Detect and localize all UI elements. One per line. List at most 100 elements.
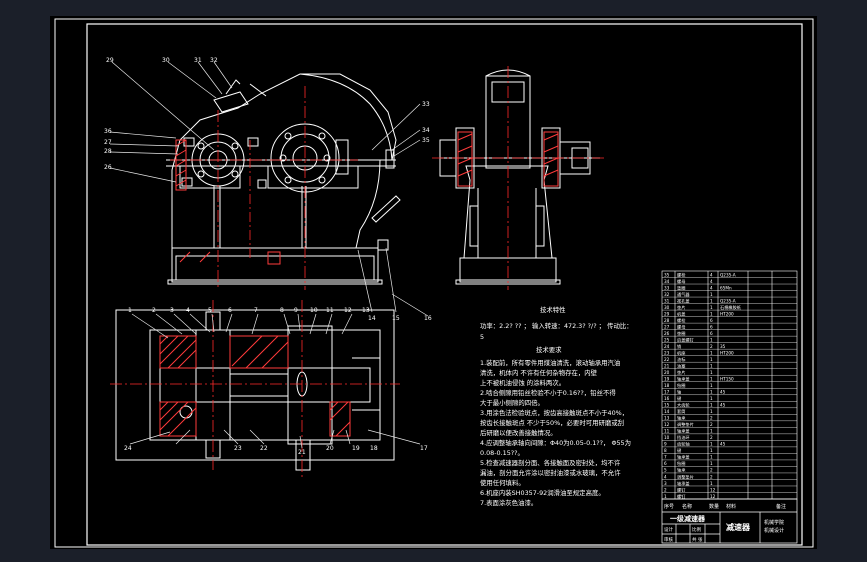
bom-cell-name: 启盖螺钉 — [677, 336, 695, 343]
header-no: 序号 — [664, 503, 674, 510]
tech-req-line: 按齿长接触斑点 不少于50%，必要时可用研磨或刮 — [480, 418, 624, 427]
bom-cell-no: 11 — [664, 429, 670, 434]
callout-12: 12 — [344, 307, 352, 314]
bom-cell-name: 垫片 — [677, 369, 685, 376]
bom-cell-no: 21 — [664, 364, 670, 369]
org-line-1: 机械学院 — [764, 519, 784, 526]
bom-cell-qty: 1 — [710, 383, 713, 388]
bom-cell-name: 齿轮轴 — [677, 441, 690, 448]
bom-cell-no: 20 — [664, 370, 670, 375]
header-material: 材料 — [726, 503, 736, 510]
callout-30: 30 — [162, 57, 170, 64]
tech-req-line: 5.检查减速器剖分面、各接触面及密封处，均不许 — [480, 458, 621, 467]
callout-1: 1 — [128, 307, 132, 314]
top-callouts: 1 2 3 4 5 6 7 8 9 10 11 12 13 17 18 19 2… — [124, 307, 428, 456]
bom-cell-qty: 2 — [710, 468, 713, 473]
callout-31: 31 — [194, 57, 202, 64]
bom-cell-qty: 1 — [710, 455, 713, 460]
bom-cell-qty: 1 — [710, 409, 713, 414]
bom-cell-qty: 1 — [710, 298, 713, 303]
tech-req-line: 上不被机油侵蚀 的涂料两次。 — [480, 378, 565, 387]
bom-cell-name: 键 — [677, 395, 682, 402]
callout-24: 24 — [124, 445, 132, 452]
callout-18: 18 — [370, 445, 378, 452]
bom-cell-name: 大齿轮 — [677, 402, 690, 409]
header-note: 备注 — [776, 503, 786, 510]
tech-req-line: 3.用涂色法检验斑点，按齿高接触斑点不小于40%， — [480, 408, 628, 417]
outer-frame — [54, 18, 814, 548]
callout-6: 6 — [228, 307, 232, 314]
callout-10: 10 — [310, 307, 318, 314]
bom-cell-no: 26 — [664, 331, 670, 336]
header-name: 名称 — [682, 503, 692, 510]
bom-cell-qty: 1 — [710, 442, 713, 447]
bom-cell-material: 65Mn — [720, 285, 732, 290]
checker-label: 审核 — [664, 536, 673, 543]
bom-cell-qty: 1 — [710, 448, 713, 453]
bom-cell-no: 30 — [664, 305, 670, 310]
drawing-sheet — [50, 16, 817, 549]
bom-cell-no: 6 — [664, 461, 667, 466]
bom-cell-qty: 1 — [710, 403, 713, 408]
callout-13: 13 — [362, 307, 370, 314]
bom-cell-qty: 1 — [710, 481, 713, 486]
bom-cell-no: 12 — [664, 422, 670, 427]
callout-23: 23 — [234, 445, 242, 452]
bom-cell-name: 毡圈 — [677, 382, 685, 389]
bom-cell-name: 螺钉 — [677, 493, 686, 500]
front-centerlines — [170, 86, 358, 290]
bom-cell-name: 油塞 — [677, 363, 686, 370]
bom-cell-no: 27 — [664, 324, 670, 329]
top-centerlines — [110, 300, 400, 480]
tech-req-line: 2.啮合侧隙用铅丝检验不小于0.16??，铅丝不得 — [480, 388, 616, 397]
bom-cell-no: 14 — [664, 409, 670, 414]
side-centerlines — [432, 66, 604, 290]
bom-cell-no: 7 — [664, 455, 667, 460]
bom-cell-name: 垫圈 — [677, 330, 685, 337]
bom-cell-name: 螺母 — [677, 323, 685, 330]
tech-params-line1: 功率：2.2? ?? ； 输入转速：472.3? ?/? ； 传动比： — [480, 321, 633, 330]
bom-cell-no: 32 — [664, 292, 670, 297]
bom-cell-no: 16 — [664, 396, 670, 401]
callout-36: 36 — [104, 128, 112, 135]
tech-requirements-title: 技术要求 — [536, 345, 562, 354]
tech-req-line: 后研磨以便改善接触情况。 — [480, 428, 557, 437]
tech-req-line: 漏油，剖分面允许涂以密封油漆或水玻璃，不允许 — [480, 468, 621, 477]
bom-cell-no: 24 — [664, 344, 670, 349]
org-line-2: 机械设计 — [764, 527, 784, 534]
bom-cell-no: 10 — [664, 435, 670, 440]
bom-cell-qty: 1 — [710, 292, 713, 297]
bom-cell-name: 轴承 — [677, 415, 686, 422]
bom-cell-material: HT200 — [720, 350, 734, 355]
bom-cell-material: 石棉橡胶纸 — [720, 304, 742, 311]
tech-req-line: 7.表面涂灰色油漆。 — [480, 498, 537, 507]
bom-cell-no: 2 — [664, 487, 667, 492]
tech-req-line: 使用任何填料。 — [480, 478, 525, 487]
bom-cell-name: 油标 — [677, 356, 685, 363]
tech-req-line: 4.应调整轴承轴向间隙：Φ40为0.05-0.1??， Φ55为 — [480, 438, 631, 447]
callout-9: 9 — [294, 307, 298, 314]
bom-cell-name: 螺钉 — [677, 486, 686, 493]
bom-cell-qty: 1 — [710, 350, 713, 355]
bom-cell-qty: 6 — [710, 324, 713, 329]
bom-cell-no: 1 — [664, 494, 667, 499]
bom-cell-name: 轴承盖 — [677, 376, 690, 383]
callout-15: 15 — [392, 315, 400, 322]
bom-cell-name: 垫片 — [677, 304, 685, 311]
callout-7: 7 — [254, 307, 258, 314]
bom-cell-material: 45 — [720, 442, 726, 447]
bom-cell-qty: 1 — [710, 396, 713, 401]
leader-lines — [109, 61, 429, 449]
bom-cell-no: 29 — [664, 311, 670, 316]
bom-cell-qty: 4 — [710, 279, 713, 284]
bom-cell-qty: 1 — [710, 370, 713, 375]
callout-34: 34 — [422, 127, 430, 134]
bom-cell-qty: 1 — [710, 461, 713, 466]
callout-5: 5 — [208, 307, 212, 314]
callout-29: 29 — [106, 57, 114, 64]
tech-params-line2: 5 — [480, 333, 484, 341]
bom-cell-name: 套筒 — [677, 408, 685, 415]
bom-cell-name: 视孔盖 — [677, 297, 690, 304]
header-qty: 数量 — [709, 503, 719, 510]
